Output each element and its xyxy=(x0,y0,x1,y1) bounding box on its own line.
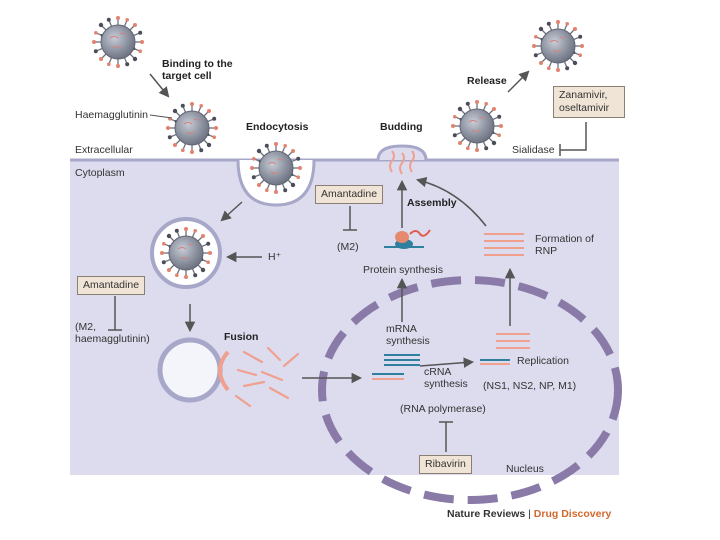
credit-section: Drug Discovery xyxy=(533,508,612,520)
label-release: Release xyxy=(467,75,507,87)
inhibit-rna-polymerase xyxy=(439,421,453,452)
label-haemagglutinin: Haemagglutinin xyxy=(75,109,148,121)
drug-box-zanamivir: Zanamivir, oseltamivir xyxy=(553,86,625,119)
label-replication: Replication xyxy=(517,355,569,367)
virus-budding-out xyxy=(450,99,504,153)
label-m2-haemagglutinin: (M2, haemagglutinin) xyxy=(75,321,150,346)
label-ns-proteins: (NS1, NS2, NP, M1) xyxy=(483,380,577,392)
mrna-lines xyxy=(384,354,420,366)
haemagglutinin-leader xyxy=(149,114,173,119)
nucleus-envelope xyxy=(318,276,622,504)
label-mrna-synthesis: mRNA synthesis xyxy=(386,323,430,348)
fusion-vesicle xyxy=(157,337,223,403)
label-binding: Binding to the target cell xyxy=(162,58,233,83)
credit-journal: Nature Reviews xyxy=(447,508,526,520)
virus-endocytosed xyxy=(249,141,303,195)
released-rna-segments xyxy=(234,346,300,408)
cytoplasm-region xyxy=(70,160,619,475)
label-fusion: Fusion xyxy=(224,331,259,343)
inhibit-m2-top xyxy=(343,206,357,231)
source-credit: Nature Reviews | Drug Discovery xyxy=(447,508,611,520)
arrow-crna-to-replication xyxy=(419,357,475,368)
replication-lines xyxy=(496,333,530,349)
label-m2: (M2) xyxy=(337,241,359,253)
drug-box-ribavirin: Ribavirin xyxy=(419,455,472,475)
label-cytoplasm: Cytoplasm xyxy=(75,167,125,179)
virus-released xyxy=(531,19,585,73)
arrow-binding xyxy=(149,73,170,98)
label-extracellular: Extracellular xyxy=(75,144,133,156)
label-budding: Budding xyxy=(380,121,423,133)
label-crna-synthesis: cRNA synthesis xyxy=(424,366,468,391)
rnp-lines xyxy=(484,233,524,256)
inhibit-sialidase xyxy=(559,122,587,156)
fusion-membrane-segment xyxy=(218,350,230,392)
virus-binding xyxy=(91,15,145,69)
label-rna-polymerase: (RNA polymerase) xyxy=(400,403,486,415)
label-sialidase: Sialidase xyxy=(512,144,555,156)
label-assembly: Assembly xyxy=(407,197,457,209)
label-formation-rnp: Formation of RNP xyxy=(535,233,594,258)
arrow-rnp-to-assembly xyxy=(415,176,487,227)
credit-separator: | xyxy=(528,508,531,520)
arrow-endocytosis xyxy=(220,201,243,222)
inhibit-m2-haemagglutinin xyxy=(108,296,122,331)
virus-in-endosome xyxy=(159,226,213,280)
drug-box-amantadine-top: Amantadine xyxy=(315,185,384,205)
ribosome-large xyxy=(395,231,409,243)
label-nucleus: Nucleus xyxy=(506,463,544,475)
virus-attached xyxy=(165,101,219,155)
label-endocytosis: Endocytosis xyxy=(246,121,309,133)
drug-box-amantadine-left: Amantadine xyxy=(77,276,146,296)
label-h-plus: H⁺ xyxy=(268,251,282,263)
nascent-protein xyxy=(409,229,431,237)
arrow-release xyxy=(507,70,530,93)
label-protein-synthesis: Protein synthesis xyxy=(363,264,443,276)
budding-rna xyxy=(389,150,415,175)
